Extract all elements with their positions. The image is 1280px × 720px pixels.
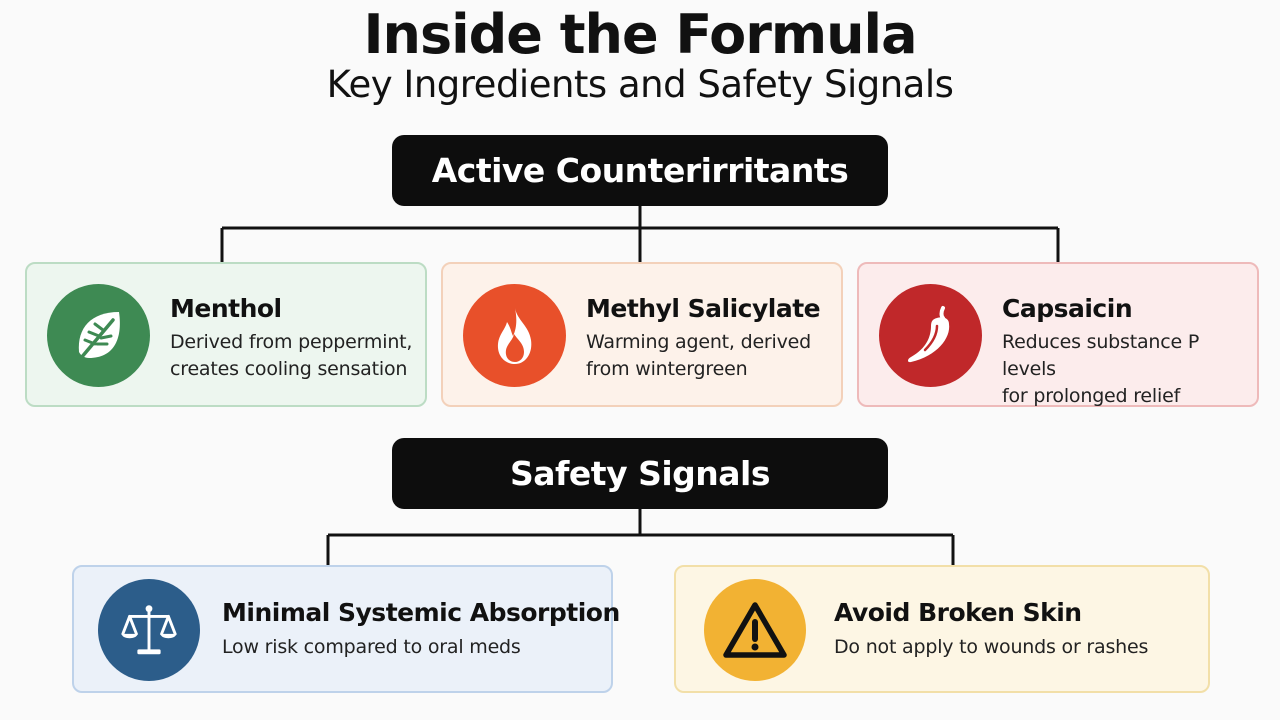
card-description: Low risk compared to oral meds [222, 636, 521, 658]
ingredient-card-menthol: Menthol Derived from peppermint, creates… [25, 262, 427, 407]
card-title: Minimal Systemic Absorption [222, 598, 620, 627]
safety-card-minimal-systemic-absorption: Minimal Systemic Absorption Low risk com… [72, 565, 620, 693]
section-header-safety-signals: Safety Signals [392, 438, 888, 509]
ingredient-card-capsaicin: Capsaicin Reduces substance P levels for… [857, 262, 1259, 407]
warning-icon [723, 602, 787, 658]
ingredient-card-methyl-salicylate: Methyl Salicylate Warming agent, derived… [441, 262, 843, 407]
card-title: Capsaicin [1002, 294, 1133, 323]
flame-icon [497, 307, 531, 364]
page-title: Inside the Formula [363, 3, 917, 66]
page-subtitle: Key Ingredients and Safety Signals [326, 63, 954, 106]
scales-icon [121, 605, 177, 655]
section-header-active-counterirritants: Active Counterirritants [392, 135, 888, 206]
card-description: Reduces substance P levels for prolonged… [1002, 331, 1200, 407]
safety-card-avoid-broken-skin: Avoid Broken Skin Do not apply to wounds… [674, 565, 1210, 693]
card-description: Derived from peppermint, creates cooling… [170, 331, 413, 380]
card-title: Avoid Broken Skin [834, 598, 1082, 627]
card-description: Do not apply to wounds or rashes [834, 636, 1149, 658]
card-description: Warming agent, derived from wintergreen [586, 331, 812, 380]
card-title: Methyl Salicylate [586, 294, 821, 323]
chili-pepper-icon [907, 305, 949, 362]
leaf-icon [78, 311, 120, 360]
card-title: Menthol [170, 294, 282, 323]
